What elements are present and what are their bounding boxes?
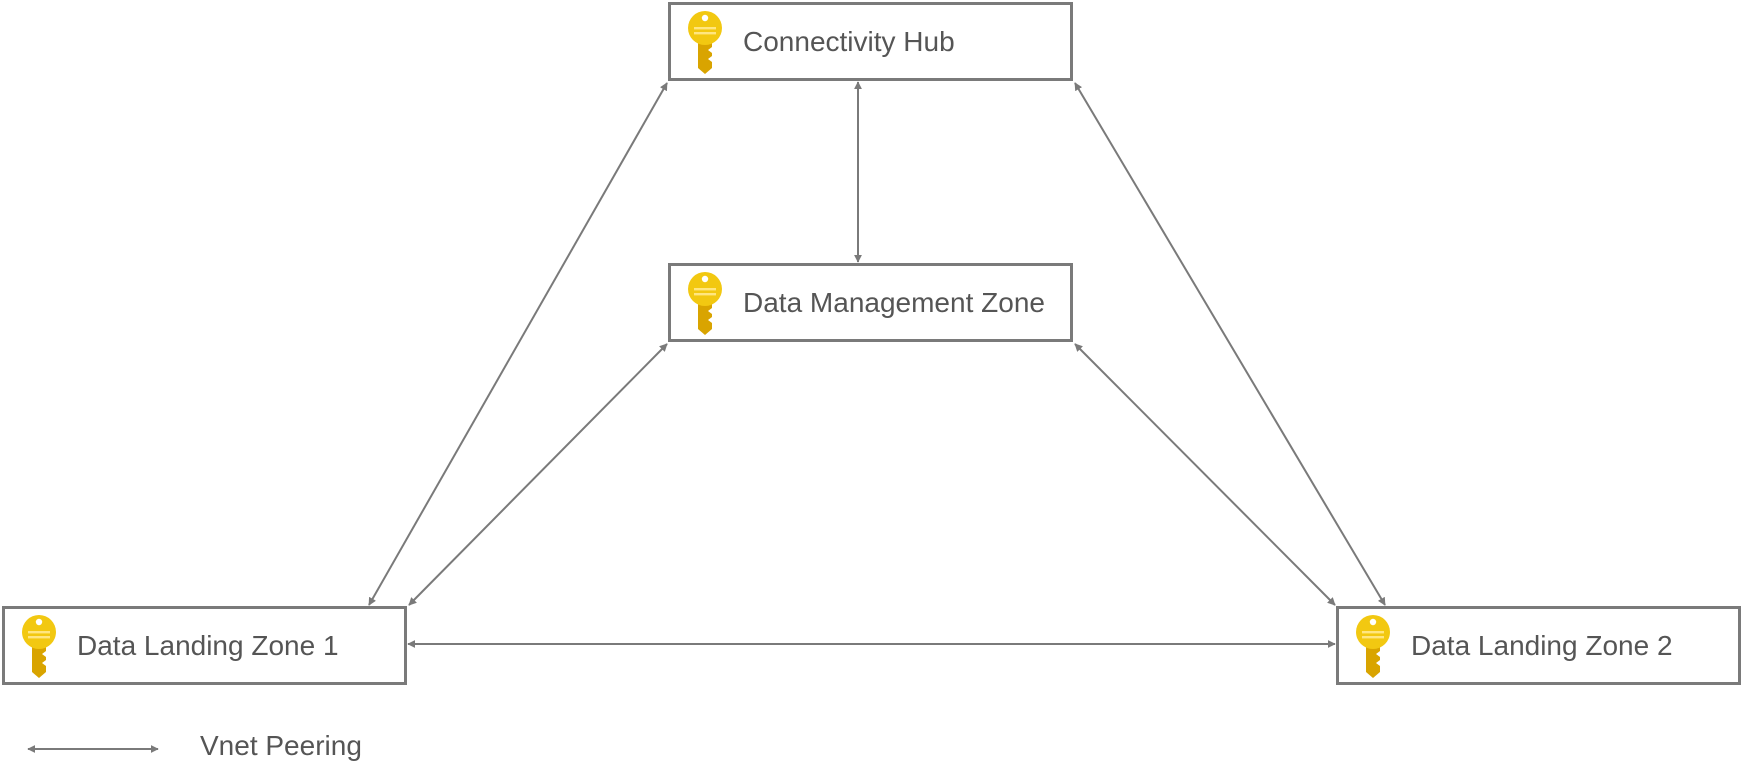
edge-dmz-dlz2 — [1074, 343, 1336, 606]
edge-hub-dlz2 — [1074, 82, 1386, 606]
edge-dmz-dlz1 — [408, 343, 668, 606]
key-icon — [1356, 614, 1390, 678]
key-icon — [22, 614, 56, 678]
edge-hub-dlz1 — [368, 82, 668, 606]
key-icon — [688, 271, 722, 335]
node-label: Connectivity Hub — [743, 25, 955, 57]
legend-label: Vnet Peering — [200, 730, 362, 761]
node-label: Data Landing Zone 2 — [1411, 629, 1673, 661]
key-icon — [688, 10, 722, 74]
node-label: Data Management Zone — [743, 286, 1045, 318]
node-connectivity-hub: Connectivity Hub — [668, 2, 1073, 81]
node-label: Data Landing Zone 1 — [77, 629, 339, 661]
node-data-landing-zone-1: Data Landing Zone 1 — [2, 606, 407, 685]
node-data-management-zone: Data Management Zone — [668, 263, 1073, 342]
node-data-landing-zone-2: Data Landing Zone 2 — [1336, 606, 1741, 685]
